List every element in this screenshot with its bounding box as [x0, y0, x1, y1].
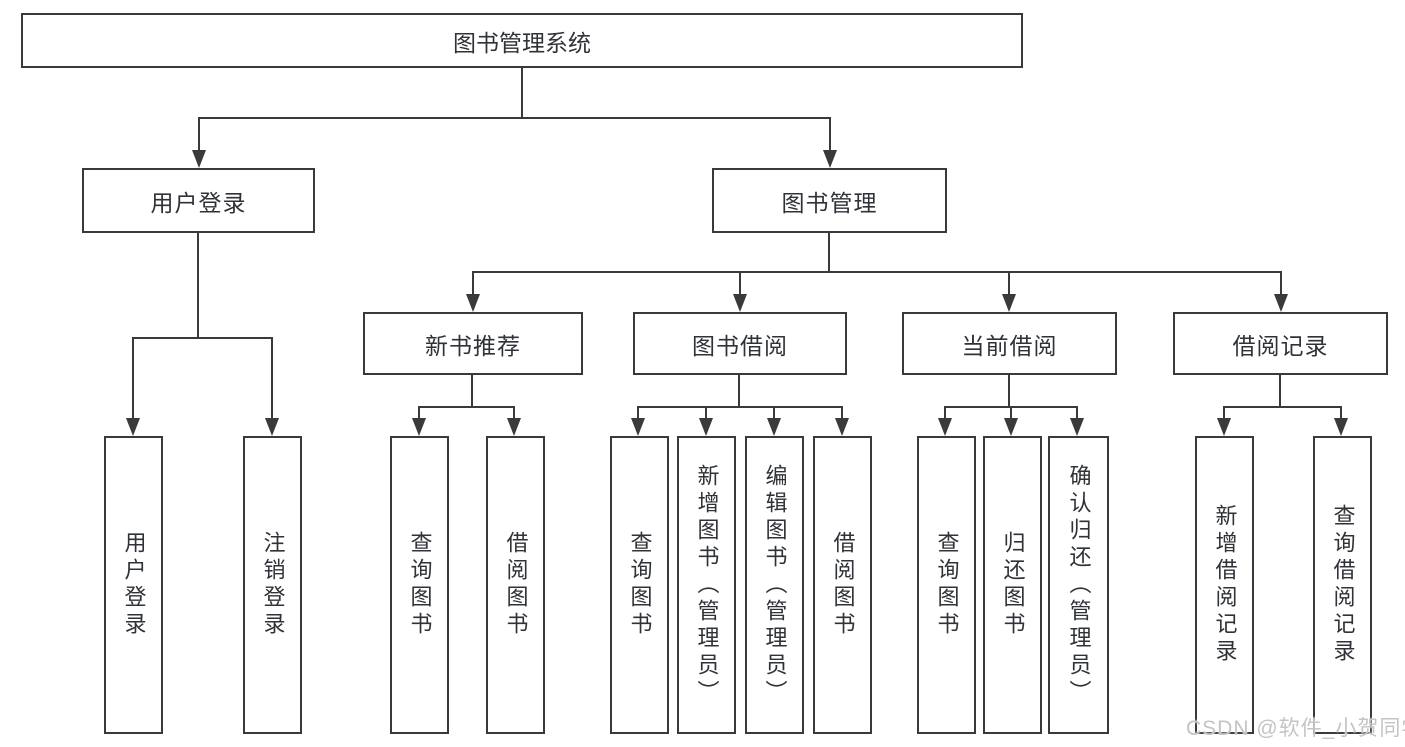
- connector-line: [841, 406, 843, 420]
- connector-line: [198, 117, 200, 151]
- connector-line: [418, 406, 515, 408]
- leaf-records-add-record-label: 新增借阅记录: [1212, 504, 1238, 666]
- connector-line: [1280, 271, 1282, 296]
- leaf-records-query-record-label: 查询借阅记录: [1330, 504, 1356, 666]
- node-book-borrow: 图书借阅: [633, 312, 847, 375]
- arrow-down-icon: [1070, 418, 1084, 436]
- node-book-borrow-label: 图书借阅: [692, 332, 788, 359]
- arrow-down-icon: [938, 418, 952, 436]
- leaf-newbook-query-books-label: 查询图书: [407, 531, 433, 639]
- leaf-borrow-borrow-books-label: 借阅图书: [830, 531, 856, 639]
- connector-line: [471, 375, 473, 408]
- leaf-current-confirm-return-admin: 确认归还（管理员）: [1048, 436, 1109, 734]
- arrow-down-icon: [192, 150, 206, 168]
- watermark: CSDN @软件_小贺同学: [1186, 717, 1405, 740]
- node-user-login-label: 用户登录: [150, 189, 247, 216]
- connector-line: [132, 337, 273, 339]
- connector-line: [132, 337, 134, 420]
- connector-line: [513, 406, 515, 420]
- leaf-logout-label: 注销登录: [260, 531, 286, 639]
- leaf-borrow-edit-books-admin-label: 编辑图书（管理员）: [762, 463, 788, 707]
- connector-line: [944, 406, 946, 420]
- leaf-borrow-borrow-books: 借阅图书: [813, 436, 872, 734]
- node-book-management: 图书管理: [712, 168, 947, 233]
- arrow-down-icon: [767, 418, 781, 436]
- arrow-down-icon: [1217, 418, 1231, 436]
- arrow-down-icon: [733, 294, 747, 312]
- leaf-borrow-edit-books-admin: 编辑图书（管理员）: [745, 436, 804, 734]
- node-book-management-label: 图书管理: [781, 189, 878, 216]
- connector-line: [1223, 406, 1342, 408]
- leaf-records-add-record: 新增借阅记录: [1195, 436, 1254, 734]
- arrow-down-icon: [631, 418, 645, 436]
- node-user-login: 用户登录: [82, 168, 315, 233]
- arrow-down-icon: [1002, 294, 1016, 312]
- leaf-borrow-query-books: 查询图书: [610, 436, 669, 734]
- arrow-down-icon: [823, 150, 837, 168]
- leaf-borrow-add-books-admin: 新增图书（管理员）: [677, 436, 736, 734]
- connector-line: [472, 271, 1282, 273]
- leaf-current-return-books-label: 归还图书: [1000, 531, 1026, 639]
- arrow-down-icon: [507, 418, 521, 436]
- connector-line: [1010, 406, 1012, 420]
- arrow-down-icon: [835, 418, 849, 436]
- leaf-borrow-add-books-admin-label: 新增图书（管理员）: [694, 463, 720, 707]
- connector-line: [198, 117, 831, 119]
- node-root: 图书管理系统: [21, 13, 1023, 68]
- arrow-down-icon: [1274, 294, 1288, 312]
- leaf-current-query-books-label: 查询图书: [934, 531, 960, 639]
- connector-line: [1279, 375, 1281, 408]
- node-new-book-recommend-label: 新书推荐: [425, 332, 521, 359]
- connector-line: [705, 406, 707, 420]
- connector-line: [1223, 406, 1225, 420]
- connector-line: [1076, 406, 1078, 420]
- node-root-label: 图书管理系统: [453, 29, 591, 56]
- leaf-user-login: 用户登录: [104, 436, 163, 734]
- arrow-down-icon: [265, 418, 279, 436]
- connector-line: [773, 406, 775, 420]
- connector-line: [271, 337, 273, 420]
- connector-line: [197, 233, 199, 339]
- leaf-newbook-query-books: 查询图书: [390, 436, 449, 734]
- connector-line: [637, 406, 843, 408]
- connector-line: [739, 271, 741, 296]
- leaf-records-query-record: 查询借阅记录: [1313, 436, 1372, 734]
- connector-line: [472, 271, 474, 296]
- node-borrow-records-label: 借阅记录: [1232, 332, 1329, 359]
- leaf-current-confirm-return-admin-label: 确认归还（管理员）: [1066, 463, 1092, 707]
- connector-line: [1340, 406, 1342, 420]
- leaf-borrow-query-books-label: 查询图书: [627, 531, 653, 639]
- connector-line: [1008, 271, 1010, 296]
- connector-line: [1008, 375, 1010, 408]
- node-new-book-recommend: 新书推荐: [363, 312, 583, 375]
- leaf-user-login-label: 用户登录: [121, 531, 147, 639]
- connector-line: [418, 406, 420, 420]
- arrow-down-icon: [1004, 418, 1018, 436]
- connector-line: [828, 233, 830, 273]
- node-current-borrow-label: 当前借阅: [961, 332, 1058, 359]
- node-current-borrow: 当前借阅: [902, 312, 1117, 375]
- arrow-down-icon: [412, 418, 426, 436]
- arrow-down-icon: [699, 418, 713, 436]
- leaf-newbook-borrow-books: 借阅图书: [486, 436, 545, 734]
- leaf-current-return-books: 归还图书: [983, 436, 1042, 734]
- arrow-down-icon: [466, 294, 480, 312]
- arrow-down-icon: [1334, 418, 1348, 436]
- connector-line: [829, 117, 831, 151]
- connector-line: [738, 375, 740, 408]
- connector-line: [637, 406, 639, 420]
- arrow-down-icon: [126, 418, 140, 436]
- connector-line: [521, 68, 523, 119]
- leaf-logout: 注销登录: [243, 436, 302, 734]
- node-borrow-records: 借阅记录: [1173, 312, 1388, 375]
- leaf-newbook-borrow-books-label: 借阅图书: [503, 531, 529, 639]
- leaf-current-query-books: 查询图书: [917, 436, 976, 734]
